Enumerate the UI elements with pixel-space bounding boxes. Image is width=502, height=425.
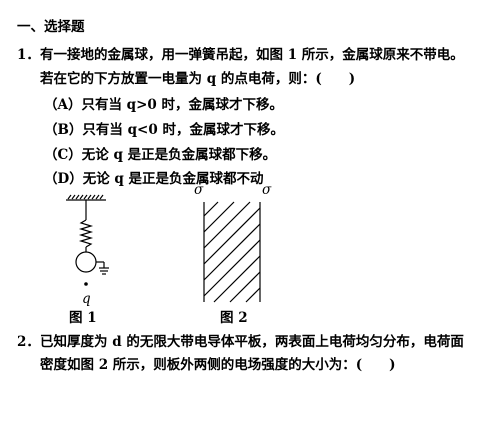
- figure-2-sigma-left: σ: [194, 182, 204, 198]
- point-charge: [84, 282, 88, 286]
- question-1-line-1: 有一接地的金属球，用一弹簧吊起，如图 1 所示，金属球原来不带电。: [40, 47, 464, 63]
- ground-symbol: [96, 261, 109, 275]
- option-c: （C）无论 q 是正是负金属球都下移。: [44, 147, 277, 163]
- ceiling-hatch: [66, 194, 106, 201]
- metal-ball: [75, 251, 97, 273]
- figure-1-caption: 图 1: [69, 310, 97, 326]
- option-d: （D）无论 q 是正是负金属球都不动: [44, 171, 264, 187]
- question-2-number: 2．: [17, 334, 40, 350]
- figure-1-charge-label: q: [82, 291, 91, 307]
- question-2-line-1: 已知厚度为 d 的无限大带电导体平板，两表面上电荷均匀分布，电荷面: [40, 334, 464, 350]
- option-a: （A）只有当 q>0 时，金属球才下移。: [44, 97, 284, 113]
- question-2-line-2: 密度如图 2 所示，则板外两侧的电场强度的大小为：( ): [40, 357, 396, 373]
- figure-2-sigma-right: σ: [262, 182, 272, 198]
- option-b: （B）只有当 q<0 时，金属球才下移。: [44, 122, 284, 138]
- spring: [78, 200, 94, 252]
- question-1-line-2: 若在它的下方放置一电量为 q 的点电荷，则：( ): [40, 71, 356, 87]
- figure-2-caption: 图 2: [220, 310, 248, 326]
- question-1-number: 1．: [17, 47, 40, 63]
- section-title: 一、选择题: [17, 19, 85, 35]
- figure-2-slab: [203, 201, 261, 303]
